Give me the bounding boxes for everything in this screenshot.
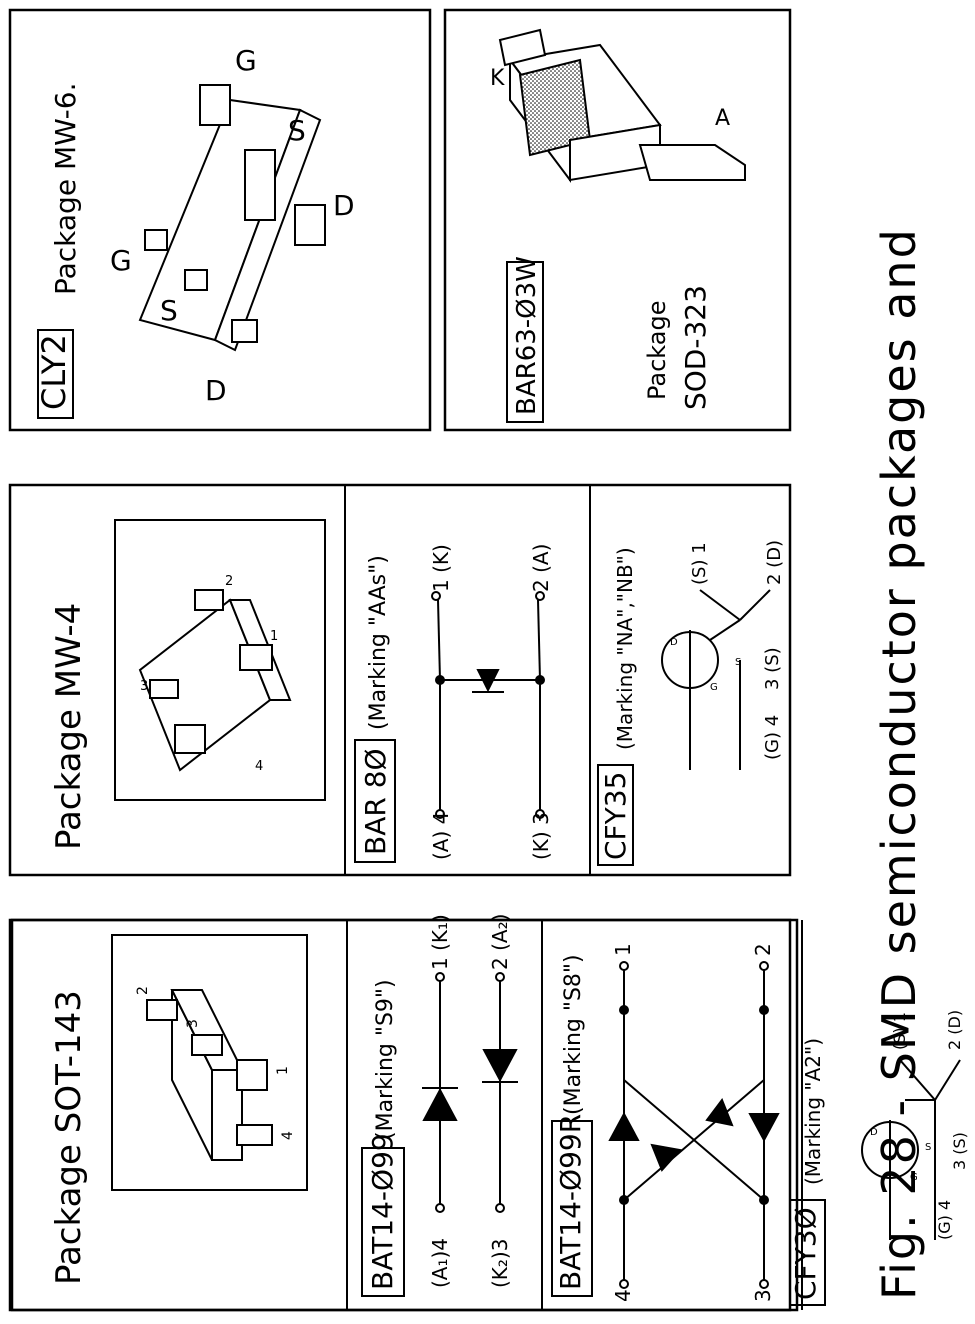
pin-label: 2 xyxy=(751,943,775,956)
node-label: G xyxy=(910,1172,918,1183)
part-label-box xyxy=(789,1199,826,1306)
package-label: Package MW-6. xyxy=(49,83,82,296)
cfy35-schematic xyxy=(661,589,771,770)
pin-letter: G xyxy=(235,44,257,77)
terminal-label: K xyxy=(490,66,505,91)
pin-label: 2 (A₂) xyxy=(488,914,512,970)
part-label-box xyxy=(506,261,544,423)
part-label: BAR 8Ø xyxy=(359,748,392,855)
pin-label: 4 xyxy=(280,1131,296,1140)
pin-label: 3 xyxy=(185,1019,201,1028)
pin-label: 4 xyxy=(255,759,263,774)
pin-label: 3 (S) xyxy=(950,1132,969,1170)
pin-label: 1 xyxy=(270,629,278,644)
part-label: CFY3Ø xyxy=(789,1207,822,1300)
part-label-box xyxy=(551,1120,593,1297)
pin-label: (G) 4 xyxy=(935,1200,954,1240)
package-illustration-frame xyxy=(111,934,308,1191)
pin-letter: S xyxy=(288,114,306,147)
node-label: D xyxy=(870,1127,878,1138)
part-label: BAR63-Ø3W xyxy=(512,256,542,415)
terminal-label: A xyxy=(715,106,730,131)
package-name: SOD-323 xyxy=(679,285,712,410)
pin-label: 1 (K) xyxy=(429,544,453,592)
node-label: G xyxy=(710,682,718,693)
part-label: CFY35 xyxy=(599,772,632,860)
pin-label: (K) 3 xyxy=(529,812,553,860)
panel-sot143-outer xyxy=(8,918,792,1312)
marking-label: (Marking "S9") xyxy=(373,979,398,1140)
pin-label: 3 xyxy=(140,679,148,694)
sod323-package-drawing xyxy=(498,28,746,183)
diode-pair-schematic xyxy=(422,972,518,1213)
panel-mw4-frame xyxy=(8,483,792,877)
pin-letter: D xyxy=(333,189,355,222)
pin-label: 3 (S) xyxy=(762,647,783,690)
pin-label: (S) 1 xyxy=(689,542,710,585)
part-label: CLY2 xyxy=(35,334,73,410)
pin-label: 1 (K₁) xyxy=(428,914,452,970)
figure-caption: Fig. 28 - SMD semiconductor packages and xyxy=(872,227,926,1300)
package-label: Package MW-4 xyxy=(49,603,89,850)
package-label: Package xyxy=(643,301,671,400)
pin-label: 1 xyxy=(611,943,635,956)
part-label-box xyxy=(597,764,634,866)
pin-letter: D xyxy=(205,374,227,407)
part-label-box xyxy=(361,1147,405,1297)
mw4-package-drawing xyxy=(138,589,292,772)
pin-label: 2 xyxy=(225,574,233,589)
node-label: S xyxy=(925,1142,931,1153)
pin-label: 2 (D) xyxy=(764,540,785,585)
marking-label: (Marking "NA","NB") xyxy=(613,547,637,750)
part-label: BAT14-Ø99 xyxy=(366,1133,399,1290)
marking-label: (Marking "AAs") xyxy=(366,555,391,730)
node-label: S xyxy=(735,657,741,668)
pin-letter: S xyxy=(160,294,178,327)
pin-letter: G xyxy=(110,244,132,277)
pin-label: 4 xyxy=(611,1289,635,1302)
mw6-package-drawing xyxy=(138,84,326,352)
marking-label: (Marking "S8") xyxy=(561,954,586,1115)
pin-label: (A) 4 xyxy=(429,812,453,860)
panel-bar63-frame xyxy=(443,8,792,432)
part-label-box xyxy=(354,739,396,863)
part-label-box xyxy=(37,329,74,419)
diode-ring-schematic xyxy=(608,961,780,1289)
sot143-package-drawing xyxy=(146,989,273,1161)
panel-cly2-frame xyxy=(8,8,432,432)
package-label: Package SOT-143 xyxy=(49,990,89,1285)
pin-label: 3 xyxy=(751,1289,775,1302)
pin-label: (K₂)3 xyxy=(488,1239,512,1288)
pin-label: (S) 1 xyxy=(890,1012,909,1050)
package-illustration-frame xyxy=(114,519,326,801)
pin-label: (A₁)4 xyxy=(428,1238,452,1288)
pin-label: 2 (A) xyxy=(529,544,553,592)
cfy30-schematic xyxy=(861,1059,961,1240)
pin-label: (G) 4 xyxy=(762,715,783,760)
part-label: BAT14-Ø99R xyxy=(554,1114,587,1290)
pin-label: 1 xyxy=(275,1066,291,1075)
marking-label: (Marking "A2") xyxy=(801,1038,825,1185)
bar80-schematic xyxy=(431,591,545,819)
panel-sot143: Package SOT-143 4 1 2 3 BAT14-Ø99 (Marki… xyxy=(10,914,799,1312)
node-label: D xyxy=(670,637,678,648)
pin-label: 2 xyxy=(135,986,151,995)
pin-label: 2 (D) xyxy=(945,1010,964,1050)
